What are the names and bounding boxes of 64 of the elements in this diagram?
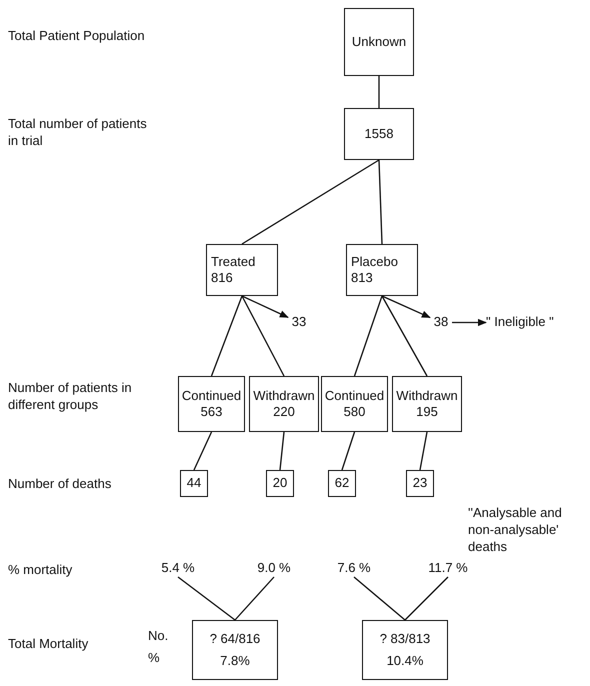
- connector-line: [381, 296, 428, 376]
- flow-box: [328, 470, 356, 497]
- flow-box: [344, 8, 414, 76]
- connector-line: [210, 296, 243, 376]
- connector-line: [419, 432, 428, 470]
- flow-box: [362, 620, 448, 680]
- box-text: 10.4%: [386, 653, 424, 670]
- flow-box: [249, 376, 319, 432]
- flow-box: [321, 376, 388, 432]
- row-label: % mortality: [8, 562, 74, 579]
- row-label: No.: [148, 628, 170, 645]
- flow-box: [206, 244, 278, 296]
- connector-line: [178, 576, 236, 621]
- row-label: Number of deaths: [8, 476, 112, 493]
- box-text: 1558: [364, 126, 394, 142]
- connector-line: [279, 432, 285, 470]
- box-text: Placebo 813: [351, 254, 399, 286]
- connector-line: [234, 576, 274, 620]
- flow-box: [180, 470, 208, 497]
- box-text: 62: [334, 475, 350, 492]
- node-text: 7.6 %: [334, 560, 374, 577]
- connector-line: [378, 76, 380, 108]
- node-text: 5.4 %: [158, 560, 198, 577]
- row-label: Total Mortality: [8, 636, 90, 653]
- flow-box: [392, 376, 462, 432]
- connector-line: [378, 160, 383, 244]
- box-text: Withdrawn 220: [253, 388, 315, 420]
- node-text: 38: [430, 314, 452, 331]
- flow-box: [346, 244, 418, 296]
- node-text: 33: [288, 314, 310, 331]
- connector-line: [241, 296, 285, 376]
- node-text: 11.7 %: [424, 560, 472, 577]
- box-text: Unknown: [352, 34, 406, 50]
- arrow: [242, 295, 289, 318]
- node-text: " Ineligible ": [486, 314, 576, 331]
- flow-box: [178, 376, 245, 432]
- box-text: ? 64/816: [210, 630, 260, 647]
- connector-line: [242, 159, 380, 245]
- flow-box: [406, 470, 434, 497]
- arrow: [382, 295, 431, 318]
- box-text: Continued 563: [182, 388, 242, 420]
- box-text: ? 83/813: [380, 630, 430, 647]
- box-text: 7.8%: [220, 653, 250, 670]
- row-label: ''Analysable and non-analysable' deaths: [468, 505, 563, 556]
- box-text: 44: [186, 475, 202, 492]
- box-text: Continued 580: [324, 388, 384, 420]
- connector-line: [193, 432, 212, 470]
- row-label: Total Patient Population: [8, 28, 146, 45]
- connector-line: [354, 576, 406, 620]
- node-text: 9.0 %: [252, 560, 296, 577]
- flow-box: [192, 620, 278, 680]
- arrow: [452, 318, 487, 326]
- connector-line: [404, 576, 448, 620]
- box-text: Withdrawn 195: [396, 388, 458, 420]
- box-text: 20: [272, 475, 288, 492]
- flow-box: [344, 108, 414, 160]
- flow-box: [266, 470, 294, 497]
- connector-line: [341, 432, 356, 470]
- box-text: Treated 816: [211, 254, 256, 286]
- row-label: Number of patients in different groups: [8, 380, 133, 414]
- row-label: %: [148, 650, 161, 667]
- box-text: 23: [412, 475, 428, 492]
- connector-line: [354, 296, 383, 376]
- row-label: Total number of patients in trial: [8, 116, 148, 150]
